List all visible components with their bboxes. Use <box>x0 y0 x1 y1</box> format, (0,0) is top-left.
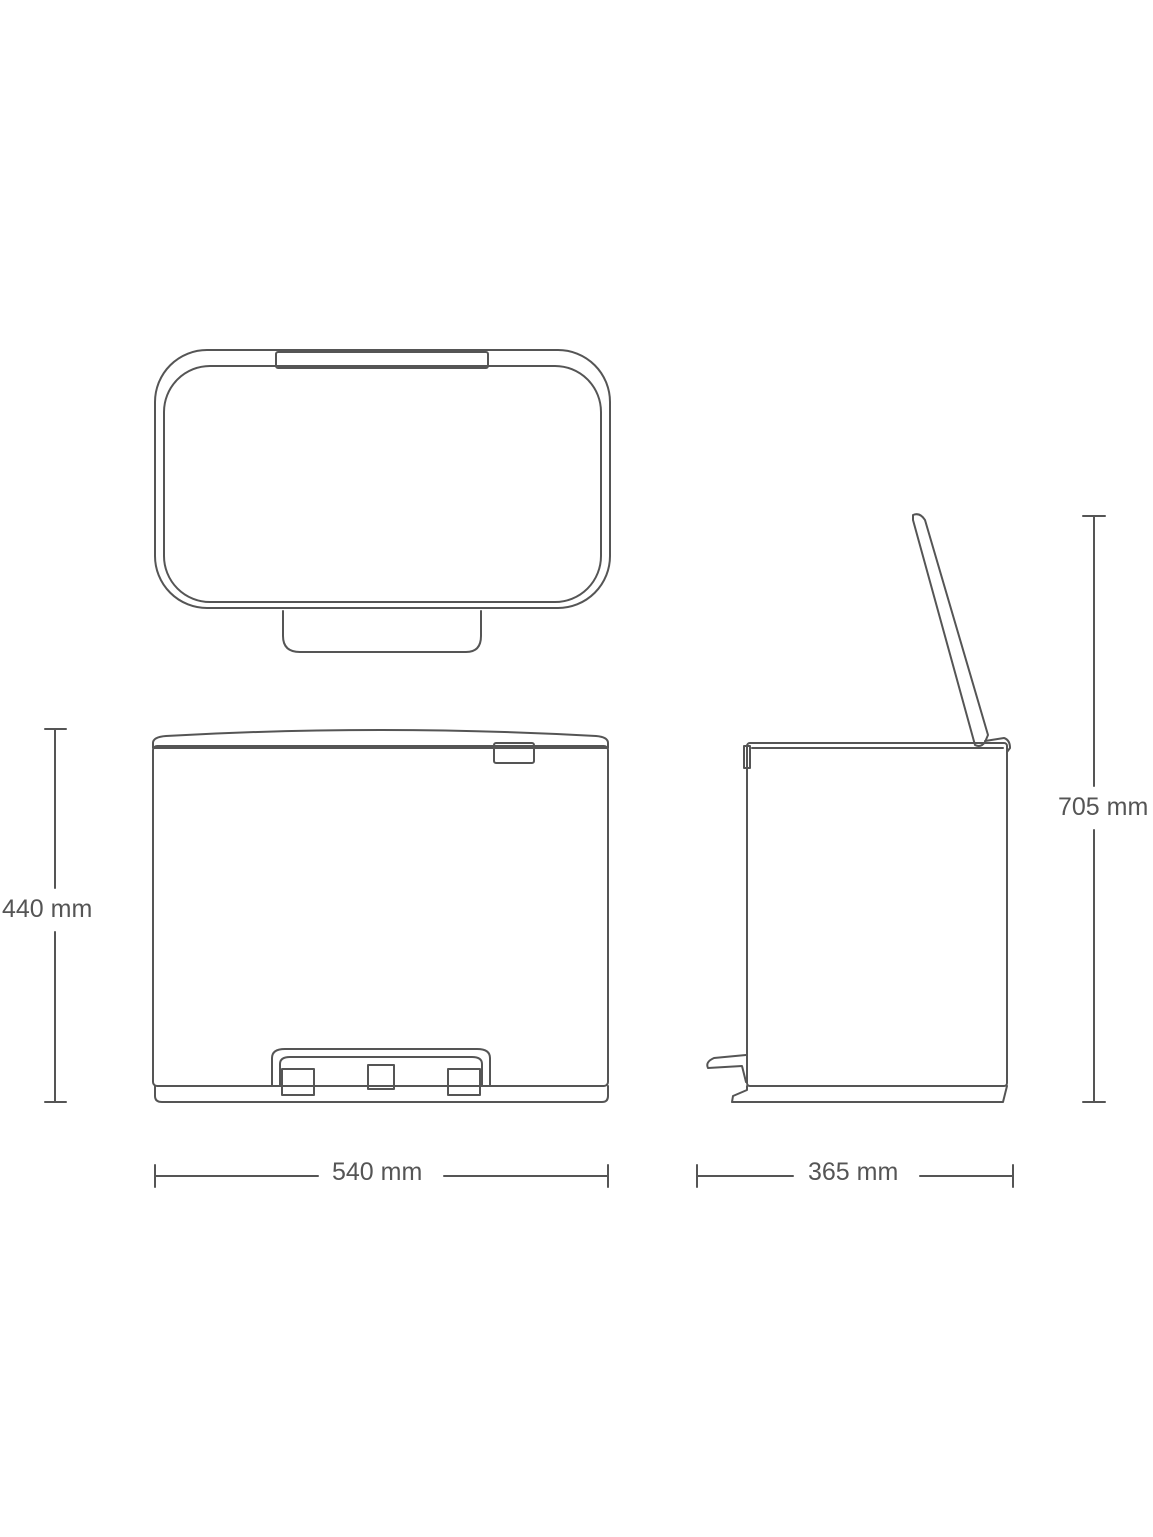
front-view-base <box>154 1085 609 1103</box>
height-open-label: 705 mm <box>1058 792 1149 822</box>
side-view <box>706 513 1011 1103</box>
front-view-pedal <box>271 1048 491 1087</box>
width-dimension-line <box>154 1164 609 1188</box>
front-view-pedal-foot-right <box>447 1068 481 1096</box>
top-view-hinge-bar <box>275 351 489 369</box>
width-label: 540 mm <box>332 1157 423 1187</box>
depth-dimension-line <box>696 1164 1014 1188</box>
front-view-pedal-foot-left <box>281 1068 315 1096</box>
top-view-outer-rim <box>154 349 611 609</box>
top-view <box>154 349 611 653</box>
side-view-back-bump <box>743 745 751 769</box>
front-view <box>152 729 609 1103</box>
side-view-hinge <box>984 737 1011 753</box>
top-view-lid <box>163 365 602 603</box>
front-view-pedal-inner <box>279 1056 483 1087</box>
height-closed-dimension-line <box>44 728 67 1103</box>
dimension-lines <box>44 515 1106 1188</box>
height-closed-label: 440 mm <box>2 894 93 924</box>
front-view-pedal-center <box>367 1064 395 1090</box>
top-view-pedal <box>282 610 482 653</box>
side-view-body <box>746 742 1008 1087</box>
height-open-dimension-line <box>1082 515 1106 1103</box>
side-view-pedal <box>706 1054 747 1083</box>
front-view-lid-catch <box>493 742 535 764</box>
depth-label: 365 mm <box>808 1157 899 1187</box>
side-view-base <box>731 1085 1008 1103</box>
front-view-body <box>152 745 609 1087</box>
side-view-open-lid <box>912 513 989 747</box>
front-view-lid <box>152 729 609 749</box>
